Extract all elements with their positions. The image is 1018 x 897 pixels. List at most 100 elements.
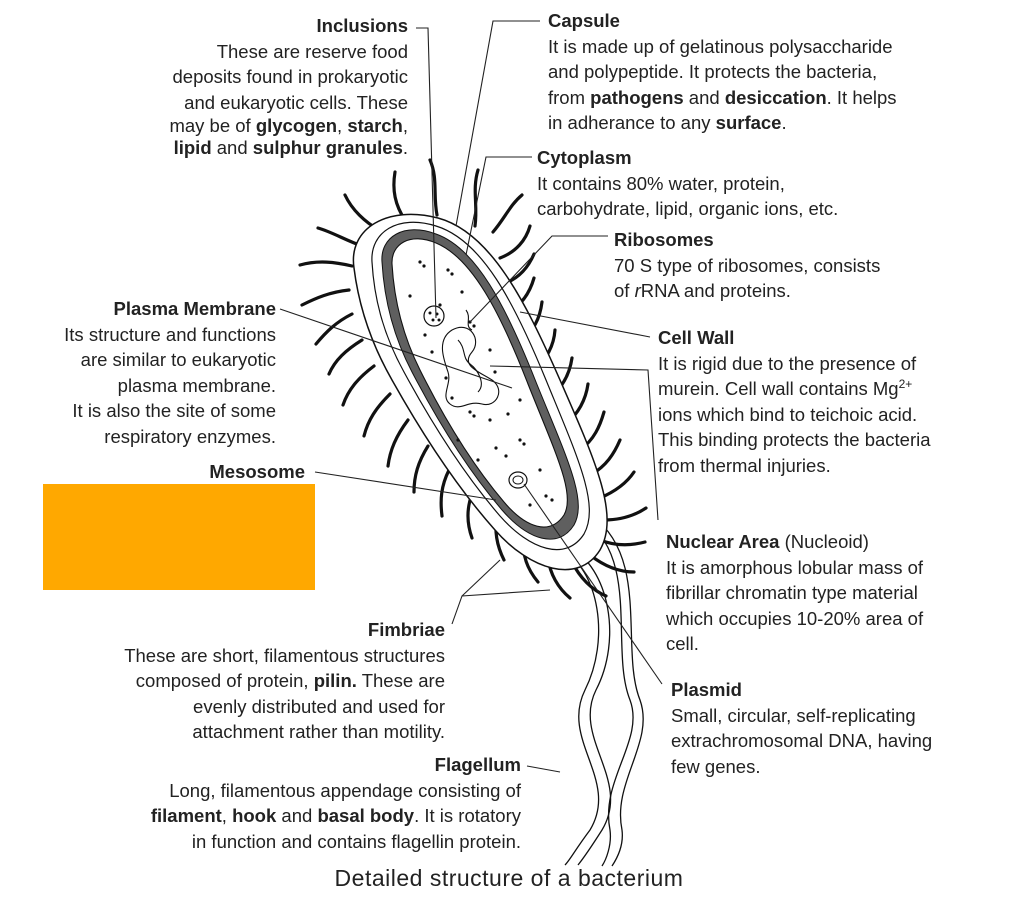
fimbria [392, 170, 407, 222]
flagellum-shape [559, 515, 644, 867]
cell-body [352, 213, 608, 571]
ribosome [468, 410, 472, 414]
label-fimbriae: Fimbriae These are short, filamentous st… [60, 617, 445, 745]
fimbria [314, 312, 354, 346]
fimbriae-text: attachment rather than motility. [192, 721, 445, 742]
figure-caption: Detailed structure of a bacterium [334, 865, 684, 891]
inclusions-text: may be of glycogen, starch, [169, 115, 408, 136]
flagellum-text: in function and contains flagellin prote… [191, 830, 521, 852]
cytoplasm-text: It contains 80% water, protein, [537, 172, 785, 194]
plasma-membrane-text: It is also the site of some [72, 400, 276, 421]
cell-wall-text: It is rigid due to the presence of [658, 352, 917, 374]
nuclear-area-title: Nuclear Area [666, 531, 780, 552]
ribosome [450, 396, 454, 400]
ribosomes-group [408, 260, 554, 507]
cytoplasm-title: Cytoplasm [537, 147, 632, 168]
capsule-text: It is made up of gelatinous polysacchari… [548, 35, 893, 57]
inclusions-text: and eukaryotic cells. These [184, 91, 408, 113]
capsule-text: and polypeptide. It protects the bacteri… [548, 61, 878, 82]
inclusion-dot [431, 318, 435, 322]
nucleoid [441, 326, 500, 408]
plasma-membrane-text: plasma membrane. [117, 374, 276, 396]
flagellum-edge [591, 515, 644, 867]
nuclear-area-heading: Nuclear Area (Nucleoid) [666, 531, 869, 552]
ribosome [446, 268, 450, 272]
label-plasma-membrane: Plasma Membrane Its structure and functi… [10, 296, 276, 449]
ribosomes-text: 70 S type of ribosomes, consists [614, 254, 881, 276]
leader-cytoplasm [465, 156, 532, 256]
label-mesosome: Mesosome [100, 459, 305, 485]
plasma-membrane-text: Its structure and functions [64, 323, 276, 345]
cell-wall-text: from thermal injuries. [658, 454, 831, 476]
ribosome [506, 412, 510, 416]
ribosome [408, 294, 412, 298]
leader-fimbriae-2 [461, 559, 501, 597]
fimbriae-text: composed of protein, pilin. These are [135, 670, 445, 691]
ribosome [550, 498, 554, 502]
plasmid-text: extrachromosomal DNA, having [671, 730, 933, 751]
leader-fimbriae [451, 589, 551, 625]
ribosomes-title: Ribosomes [614, 229, 714, 250]
label-capsule: Capsule It is made up of gelatinous poly… [548, 8, 1008, 136]
plasma-membrane-text: respiratory enzymes. [104, 425, 276, 447]
fimbria [298, 260, 354, 268]
cell-wall-text: ions which bind to teichoic acid. [658, 403, 918, 425]
flagellum-text: filament, hook and basal body. It is rot… [150, 805, 521, 826]
inclusion-dot [428, 311, 432, 315]
fimbria [316, 226, 364, 248]
ribosome [538, 468, 542, 472]
plasmid-text: Small, circular, self-replicating [671, 704, 916, 726]
ribosome [493, 370, 497, 374]
fimbria [300, 288, 351, 307]
inclusion [423, 305, 445, 327]
leader-lines [279, 20, 663, 773]
inclusion-dot [437, 318, 441, 322]
capsule-text: from pathogens and desiccation. It helps [548, 86, 897, 108]
ribosome [476, 458, 480, 462]
nuclear-area-text: which occupies 10-20% area of [666, 607, 924, 629]
label-cytoplasm: Cytoplasm It contains 80% water, protein… [537, 145, 957, 222]
ribosome [522, 442, 526, 446]
leader-plasma-membrane [279, 308, 513, 389]
nuclear-area-text: fibrillar chromatin type material [666, 582, 918, 603]
inclusions-text: These are reserve food [216, 40, 408, 62]
flagellum-title: Flagellum [434, 754, 521, 775]
cell-wall-title: Cell Wall [658, 327, 735, 348]
ribosome [460, 290, 464, 294]
fimbria [386, 418, 410, 468]
leader-inclusions [416, 27, 437, 319]
ribosome [438, 303, 442, 307]
leader-cell-wall [519, 311, 651, 338]
capsule-title: Capsule [548, 10, 620, 31]
flagellum-edge [584, 519, 634, 867]
plasmid-text: few genes. [671, 755, 761, 777]
fimbria [491, 193, 524, 234]
plasma-membrane-text: are similar to eukaryotic [80, 349, 276, 370]
ribosome [456, 438, 460, 442]
fimbria [598, 470, 636, 500]
fimbria [602, 506, 648, 522]
ribosomes-text: of rRNA and proteins. [614, 280, 791, 301]
fimbria [498, 224, 532, 260]
plasma-membrane-title: Plasma Membrane [113, 298, 276, 319]
capsule-text: in adherance to any surface. [548, 112, 787, 133]
fimbria [412, 444, 430, 494]
leader-capsule [455, 20, 540, 227]
flagellum-edge [567, 545, 612, 866]
ribosome [430, 350, 434, 354]
ribosome [444, 376, 448, 380]
ribosome [518, 438, 522, 442]
cell-wall-text: This binding protects the bacteria [658, 429, 931, 450]
fimbria [439, 468, 451, 518]
mesosome-title: Mesosome [209, 461, 305, 482]
fimbria [362, 392, 392, 438]
fimbria [341, 364, 376, 407]
ribosome [518, 398, 522, 402]
ribosome [494, 446, 498, 450]
ribosome [418, 260, 422, 264]
cell-wall-text: murein. Cell wall contains Mg2+ [658, 376, 913, 399]
ribosome [504, 454, 508, 458]
label-plasmid: Plasmid Small, circular, self-replicatin… [671, 677, 1006, 779]
